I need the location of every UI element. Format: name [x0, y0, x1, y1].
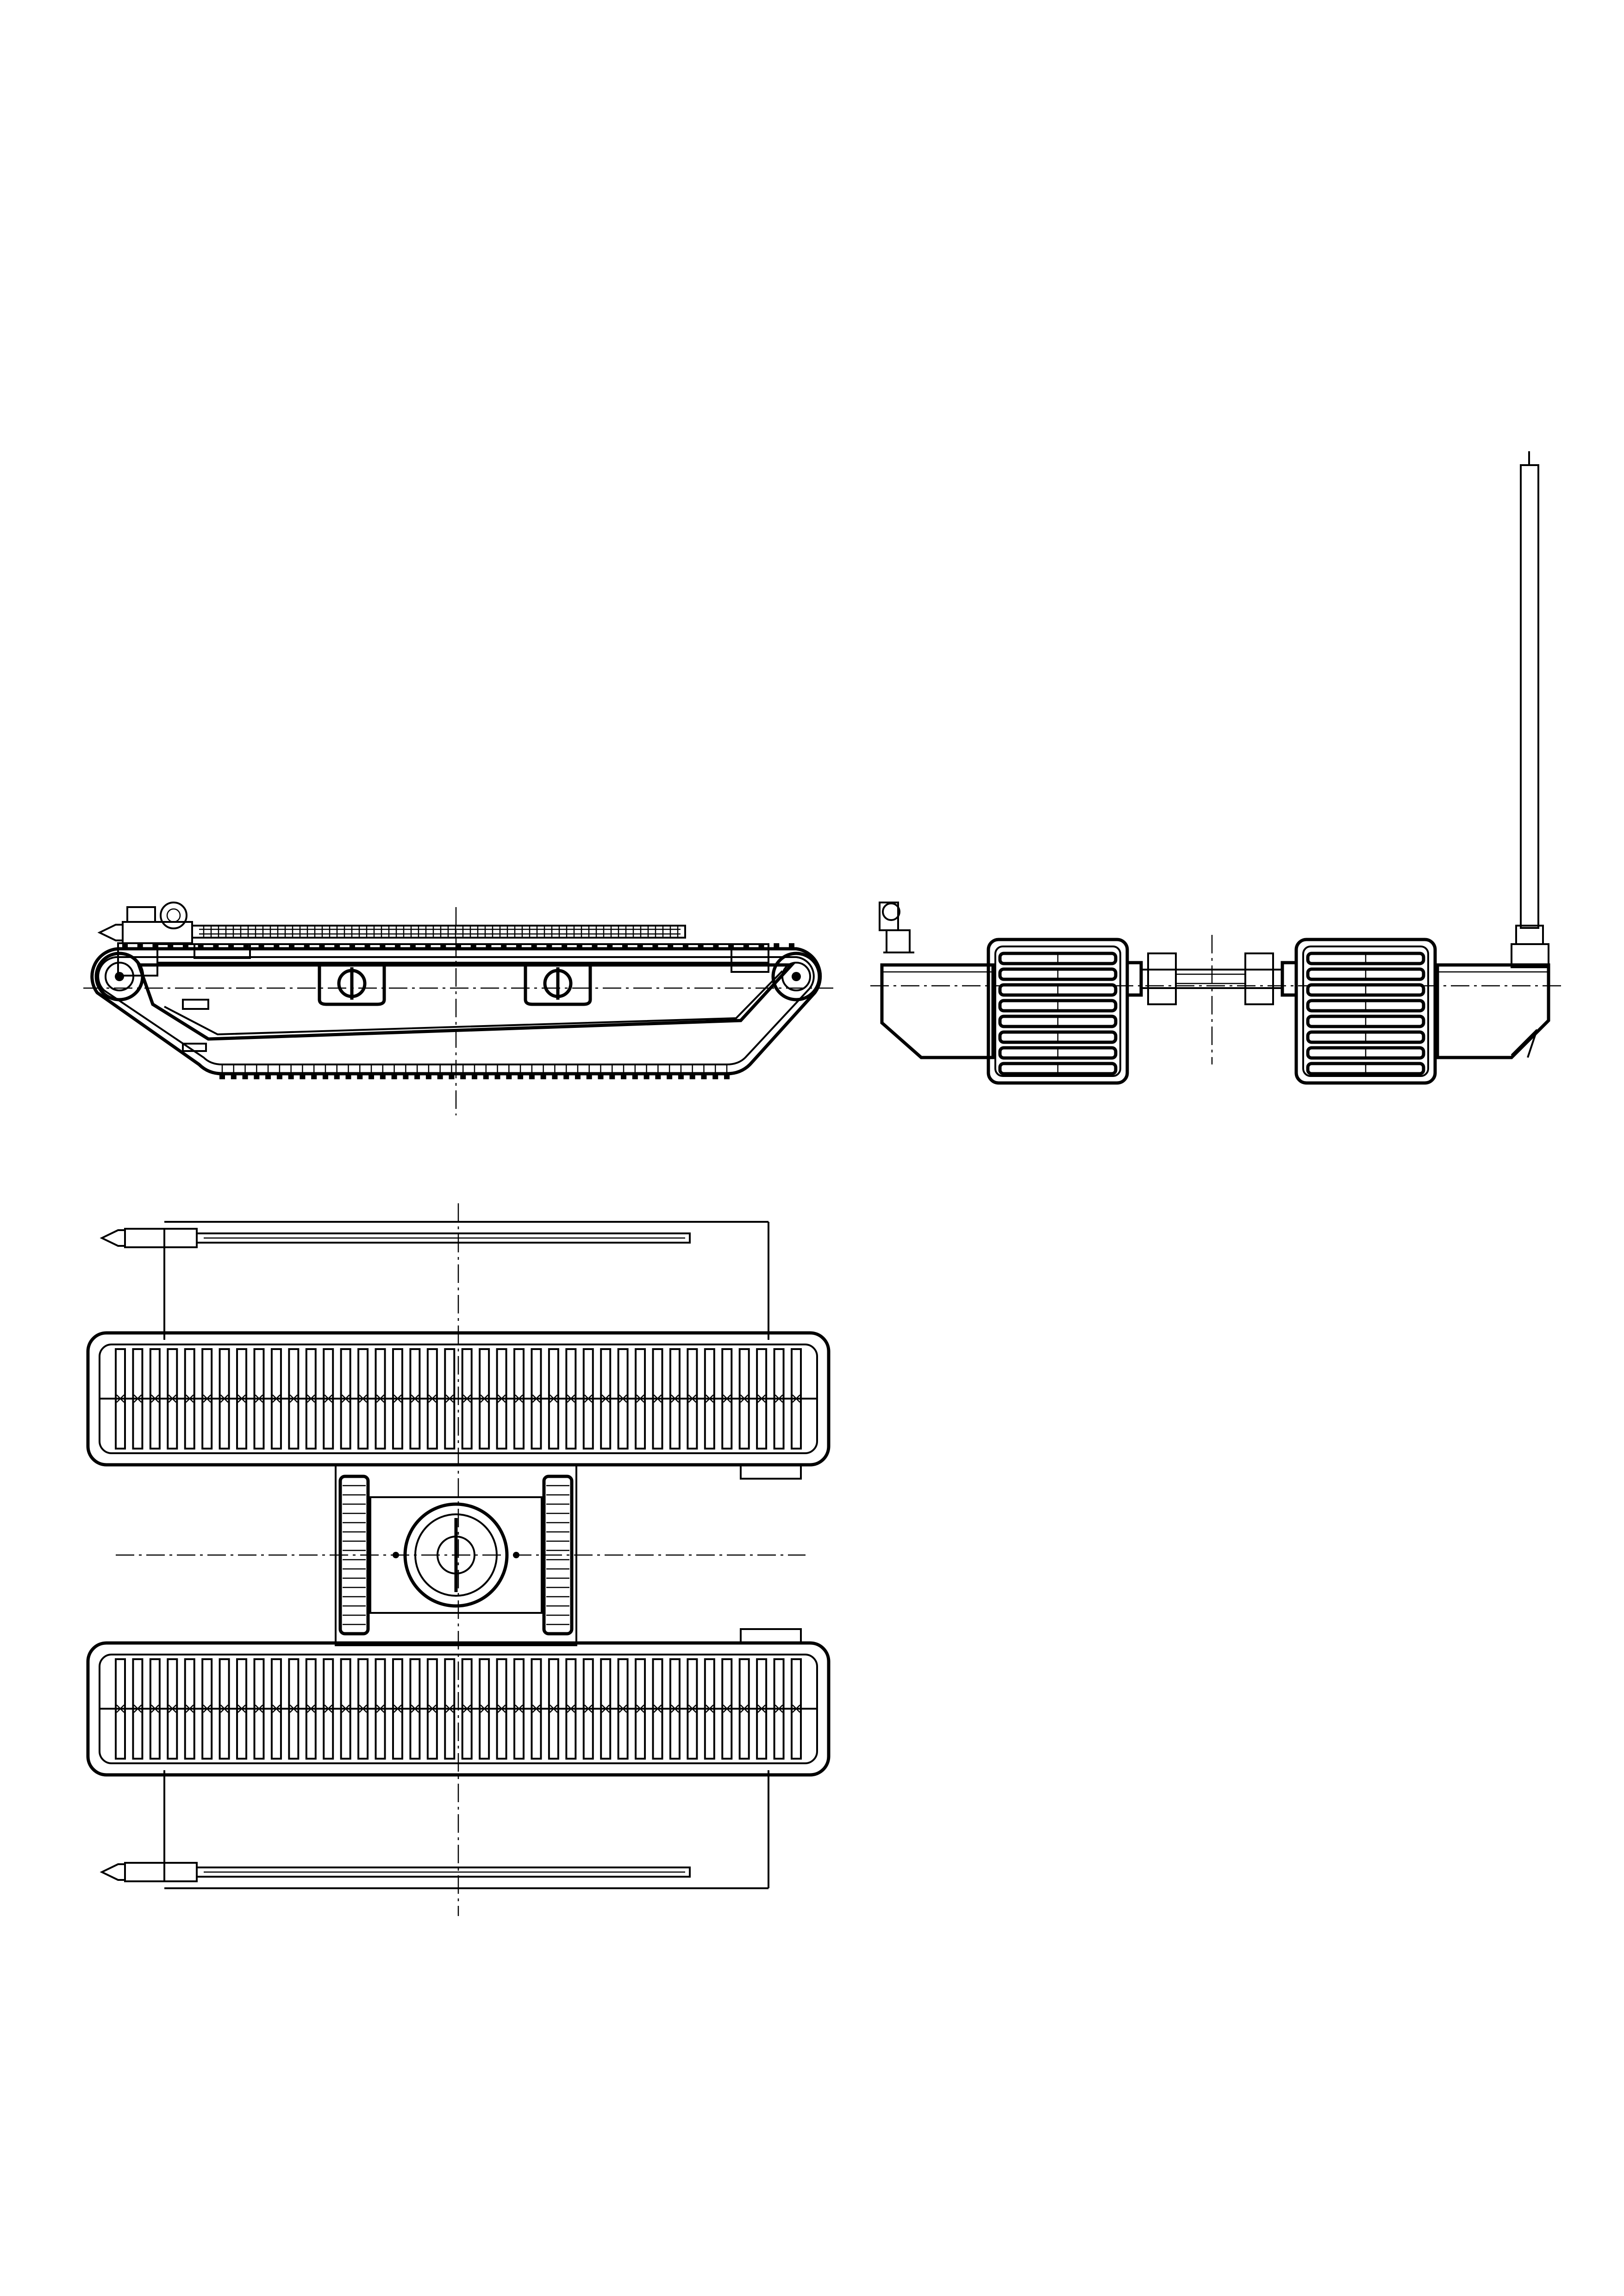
vertical-spud-pole [1511, 451, 1549, 968]
spud-pole-top [100, 1221, 769, 1340]
cross-beam [1125, 952, 1298, 1005]
end-pontoon-right [1436, 963, 1550, 1059]
spud-pole [97, 902, 686, 944]
turntable-ring [403, 1502, 509, 1608]
spud-pole-rack [203, 927, 679, 937]
side-view [83, 902, 833, 1115]
winch-left [879, 902, 914, 953]
winch-drum [160, 902, 187, 929]
end-track-right [1294, 938, 1437, 1085]
track-grousers [122, 943, 794, 1079]
plan-track-lower [86, 1628, 831, 1777]
central-frame [335, 1464, 577, 1646]
spud-pole-bottom [100, 1770, 769, 1889]
plan-view [86, 1203, 831, 1916]
bolt-plate-left [318, 963, 386, 1006]
bolt-plate-right [524, 963, 592, 1006]
pontoon-hull [137, 963, 795, 1041]
end-pontoon-left [880, 963, 995, 1059]
spud-pole-body [191, 925, 686, 939]
end-track-left [987, 938, 1129, 1085]
plan-track-upper [86, 1331, 831, 1480]
end-view [870, 451, 1565, 1085]
